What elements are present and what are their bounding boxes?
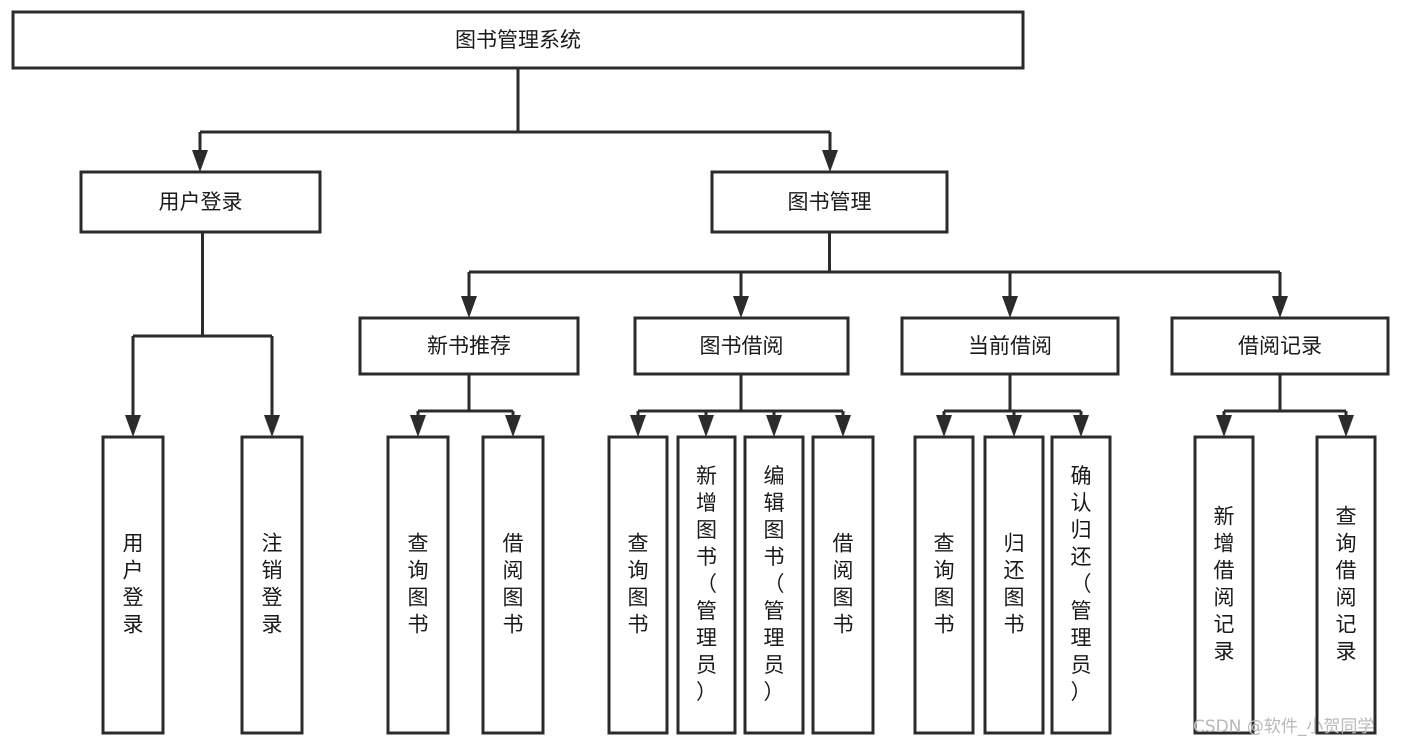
node-leaf[interactable]: 新增借阅记录	[1193, 435, 1255, 735]
node-leaf-label: 确认归还（管理员）	[1071, 464, 1092, 704]
node-level2-label: 用户登录	[159, 190, 243, 214]
csdn-watermark: CSDN @软件_小贺同学	[1193, 717, 1374, 737]
root-to-user-login-arrow-icon	[192, 150, 208, 172]
node-leaf-label: 查询图书	[934, 532, 955, 637]
node-leaf-label: 借阅图书	[503, 532, 524, 637]
node-level3[interactable]: 当前借阅	[900, 316, 1120, 376]
node-leaf[interactable]: 用户登录	[101, 435, 165, 735]
node-leaf-label: 编辑图书（管理员）	[764, 464, 785, 704]
node-level2-box[interactable]	[79, 170, 322, 234]
book-borrow-to-leaf-edit-book-admin-arrow-icon	[766, 415, 782, 437]
node-leaf[interactable]: 借阅图书	[481, 435, 545, 735]
node-level3-label: 当前借阅	[968, 334, 1052, 358]
book-management-to-book-borrow-arrow-icon	[733, 296, 749, 318]
node-leaf-box[interactable]	[913, 435, 975, 735]
node-level2-box[interactable]	[710, 170, 949, 234]
book-borrow-to-leaf-add-book-admin-arrow-icon	[698, 415, 714, 437]
node-level3-label: 图书借阅	[700, 334, 784, 358]
node-leaf-label: 用户登录	[123, 532, 144, 637]
node-level3-box[interactable]	[900, 316, 1120, 376]
node-leaf[interactable]: 查询图书	[607, 435, 669, 735]
node-leaf-box[interactable]	[676, 435, 737, 735]
book-management-to-new-book-recommend-arrow-icon	[461, 296, 477, 318]
node-level2[interactable]: 用户登录	[79, 170, 322, 234]
connector-layer	[125, 68, 1354, 437]
node-level3-box[interactable]	[633, 316, 850, 376]
node-level3[interactable]: 新书推荐	[358, 316, 580, 376]
node-leaf-box[interactable]	[101, 435, 165, 735]
node-leaf[interactable]: 确认归还（管理员）	[1050, 435, 1112, 735]
node-leaf-label: 注销登录	[262, 532, 283, 637]
node-leaf[interactable]: 归还图书	[983, 435, 1045, 735]
node-leaf[interactable]: 新增图书（管理员）	[676, 435, 737, 735]
node-leaf-box[interactable]	[1193, 435, 1255, 735]
node-leaf-label: 归还图书	[1004, 532, 1025, 637]
current-borrow-to-leaf-return-book-arrow-icon	[1006, 415, 1022, 437]
node-leaf[interactable]: 查询图书	[386, 435, 450, 735]
node-level3-box[interactable]	[358, 316, 580, 376]
node-level3-label: 借阅记录	[1238, 334, 1322, 358]
node-leaf[interactable]: 查询图书	[913, 435, 975, 735]
node-root-box[interactable]	[11, 10, 1025, 70]
borrow-record-to-leaf-add-borrow-record-arrow-icon	[1216, 415, 1232, 437]
node-level2[interactable]: 图书管理	[710, 170, 949, 234]
node-leaf-box[interactable]	[743, 435, 805, 735]
book-borrow-to-leaf-borrow-book-arrow-icon	[835, 415, 851, 437]
root-to-book-management-arrow-icon	[822, 150, 838, 172]
current-borrow-to-leaf-query-book-current-arrow-icon	[936, 415, 952, 437]
node-leaf-box[interactable]	[811, 435, 875, 735]
node-leaf-box[interactable]	[240, 435, 304, 735]
node-root[interactable]: 图书管理系统	[11, 10, 1025, 70]
node-leaf[interactable]: 编辑图书（管理员）	[743, 435, 805, 735]
node-leaf-label: 查询图书	[628, 532, 649, 637]
new-book-recommend-to-leaf-query-book-rec-arrow-icon	[410, 415, 426, 437]
node-leaf-box[interactable]	[607, 435, 669, 735]
node-layer: 图书管理系统用户登录图书管理新书推荐图书借阅当前借阅借阅记录用户登录注销登录查询…	[11, 10, 1390, 735]
node-leaf-box[interactable]	[386, 435, 450, 735]
node-level2-label: 图书管理	[788, 190, 872, 214]
new-book-recommend-to-leaf-borrow-book-rec-arrow-icon	[505, 415, 521, 437]
user-login-to-leaf-user-login-arrow-icon	[125, 415, 141, 437]
node-leaf-label: 新增图书（管理员）	[696, 464, 717, 704]
node-level3-label: 新书推荐	[427, 334, 511, 358]
borrow-record-to-leaf-query-borrow-record-arrow-icon	[1338, 415, 1354, 437]
node-leaf[interactable]: 借阅图书	[811, 435, 875, 735]
node-level3[interactable]: 借阅记录	[1170, 316, 1390, 376]
node-leaf-box[interactable]	[1315, 435, 1377, 735]
node-leaf[interactable]: 注销登录	[240, 435, 304, 735]
user-login-to-leaf-logout-arrow-icon	[264, 415, 280, 437]
book-management-to-borrow-record-arrow-icon	[1272, 296, 1288, 318]
node-level3-box[interactable]	[1170, 316, 1390, 376]
node-leaf-label: 借阅图书	[833, 532, 854, 637]
node-leaf-box[interactable]	[481, 435, 545, 735]
node-root-label: 图书管理系统	[455, 28, 581, 52]
node-leaf-box[interactable]	[1050, 435, 1112, 735]
node-leaf-box[interactable]	[983, 435, 1045, 735]
book-management-to-current-borrow-arrow-icon	[1002, 296, 1018, 318]
node-leaf-label: 新增借阅记录	[1214, 505, 1235, 664]
node-level3[interactable]: 图书借阅	[633, 316, 850, 376]
node-leaf-label: 查询借阅记录	[1336, 505, 1357, 664]
node-leaf[interactable]: 查询借阅记录	[1315, 435, 1377, 735]
node-leaf-label: 查询图书	[408, 532, 429, 637]
current-borrow-to-leaf-confirm-return-admin-arrow-icon	[1073, 415, 1089, 437]
book-borrow-to-leaf-query-book-borrow-arrow-icon	[630, 415, 646, 437]
